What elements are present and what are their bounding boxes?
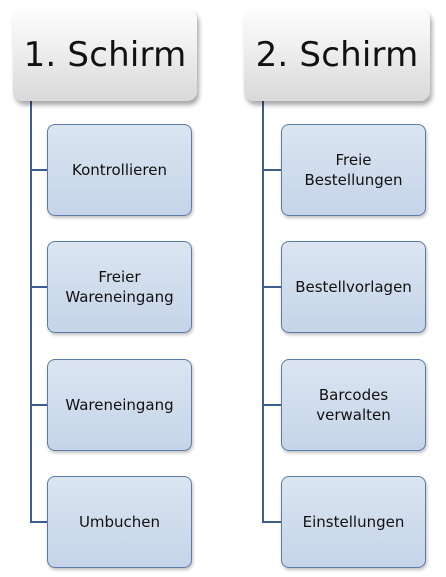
- right-branch-line-1: [262, 169, 281, 171]
- left-branch-line-2: [30, 286, 47, 288]
- right-trunk-line: [262, 101, 264, 523]
- node-barcodes-verwalten: Barcodes verwalten: [281, 359, 426, 451]
- node-freier-wareneingang: Freier Wareneingang: [47, 241, 192, 333]
- node-einstellungen: Einstellungen: [281, 476, 426, 568]
- node-wareneingang: Wareneingang: [47, 359, 192, 451]
- left-branch-line-3: [30, 404, 47, 406]
- left-trunk-line: [30, 101, 32, 523]
- node-umbuchen: Umbuchen: [47, 476, 192, 568]
- right-branch-line-2: [262, 286, 281, 288]
- left-branch-line-4: [30, 521, 47, 523]
- header-screen-1: 1. Schirm: [13, 9, 197, 101]
- node-kontrollieren: Kontrollieren: [47, 124, 192, 216]
- right-branch-line-4: [262, 521, 281, 523]
- header-screen-2: 2. Schirm: [244, 9, 430, 101]
- left-branch-line-1: [30, 169, 47, 171]
- right-branch-line-3: [262, 404, 281, 406]
- node-bestellvorlagen: Bestellvorlagen: [281, 241, 426, 333]
- node-freie-bestellungen: Freie Bestellungen: [281, 124, 426, 216]
